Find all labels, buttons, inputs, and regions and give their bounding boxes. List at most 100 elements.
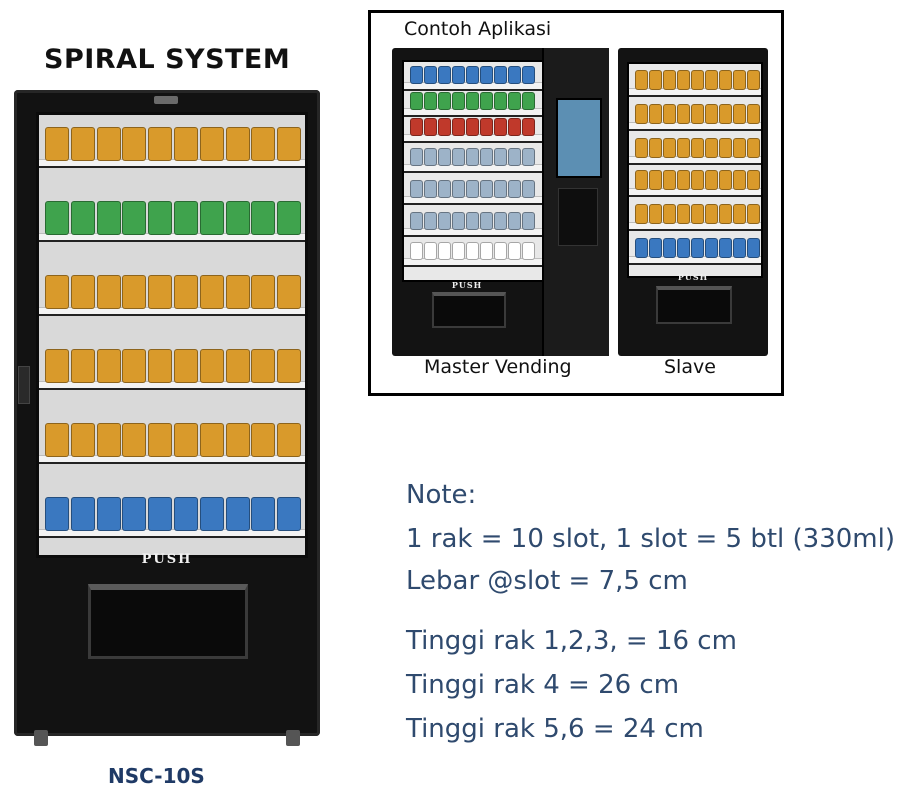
product-item xyxy=(438,180,451,198)
product-item xyxy=(705,238,718,258)
product-item xyxy=(691,204,704,224)
product-item xyxy=(424,148,437,166)
product-item xyxy=(251,497,276,531)
product-item xyxy=(251,127,276,161)
product-item xyxy=(522,212,535,230)
product-item xyxy=(691,170,704,190)
product-item xyxy=(508,212,521,230)
master-display-window xyxy=(402,60,546,282)
product-item xyxy=(494,180,507,198)
shelf xyxy=(39,529,305,538)
product-item xyxy=(174,275,198,309)
product-item xyxy=(705,204,718,224)
product-item xyxy=(148,127,173,161)
product-item xyxy=(277,201,302,235)
product-item xyxy=(70,127,95,161)
product-item xyxy=(649,138,662,158)
product-item xyxy=(148,497,173,531)
product-item xyxy=(70,497,95,531)
shelf xyxy=(39,381,305,390)
product-item xyxy=(225,349,250,383)
product-item xyxy=(452,212,465,230)
slave-caption: Slave xyxy=(664,356,716,378)
slave-dispense-flap[interactable] xyxy=(656,286,732,324)
product-item xyxy=(480,212,493,230)
shelf xyxy=(39,233,305,242)
product-item xyxy=(691,238,704,258)
product-item xyxy=(719,138,732,158)
product-item xyxy=(452,66,465,84)
product-item xyxy=(251,349,276,383)
product-item xyxy=(719,204,732,224)
note-line: Tinggi rak 1,2,3, = 16 cm xyxy=(406,626,737,656)
product-item xyxy=(747,204,760,224)
product-item xyxy=(122,423,147,457)
payment-module xyxy=(558,188,598,246)
product-item xyxy=(508,66,521,84)
product-item xyxy=(410,180,423,198)
product-item xyxy=(438,212,451,230)
product-item xyxy=(70,423,95,457)
master-dispense-flap[interactable] xyxy=(432,292,506,328)
product-item xyxy=(733,138,746,158)
product-item xyxy=(719,238,732,258)
product-item xyxy=(410,66,423,84)
product-item xyxy=(635,238,648,258)
product-item xyxy=(96,127,121,161)
shelf xyxy=(39,159,305,168)
machine-foot xyxy=(34,730,48,746)
product-item xyxy=(452,148,465,166)
product-item xyxy=(96,349,121,383)
product-item xyxy=(480,92,493,110)
product-item xyxy=(649,204,662,224)
product-item xyxy=(480,118,493,136)
product-item xyxy=(277,497,302,531)
product-item xyxy=(705,70,718,90)
product-item xyxy=(96,275,121,309)
product-item xyxy=(719,104,732,124)
product-item xyxy=(466,148,479,166)
product-item xyxy=(225,497,250,531)
product-item xyxy=(705,104,718,124)
product-item xyxy=(691,104,704,124)
product-item xyxy=(452,92,465,110)
product-item xyxy=(174,497,198,531)
product-item xyxy=(663,138,676,158)
shelf xyxy=(39,307,305,316)
product-item xyxy=(277,127,302,161)
product-item xyxy=(747,238,760,258)
product-item xyxy=(438,118,451,136)
product-item xyxy=(691,70,704,90)
product-item xyxy=(466,212,479,230)
product-item xyxy=(251,423,276,457)
vending-machine: PUSH xyxy=(14,90,320,746)
note-line: Tinggi rak 4 = 26 cm xyxy=(406,670,680,700)
dispense-flap[interactable] xyxy=(88,584,248,659)
product-item xyxy=(747,138,760,158)
product-item xyxy=(522,66,535,84)
product-item xyxy=(122,275,147,309)
product-item xyxy=(452,242,465,260)
product-item xyxy=(174,127,198,161)
product-item xyxy=(747,70,760,90)
product-item xyxy=(122,349,147,383)
product-item xyxy=(635,104,648,124)
product-item xyxy=(122,201,147,235)
product-item xyxy=(677,238,690,258)
product-item xyxy=(663,170,676,190)
touch-screen[interactable] xyxy=(556,98,602,178)
product-item xyxy=(733,204,746,224)
product-item xyxy=(663,238,676,258)
master-push-label: PUSH xyxy=(451,280,483,290)
product-item xyxy=(148,423,173,457)
product-item xyxy=(438,148,451,166)
product-item xyxy=(508,92,521,110)
product-item xyxy=(199,127,224,161)
product-item xyxy=(452,118,465,136)
product-item xyxy=(45,201,69,235)
product-item xyxy=(663,70,676,90)
product-item xyxy=(174,201,198,235)
product-item xyxy=(733,170,746,190)
product-item xyxy=(466,180,479,198)
product-item xyxy=(199,423,224,457)
